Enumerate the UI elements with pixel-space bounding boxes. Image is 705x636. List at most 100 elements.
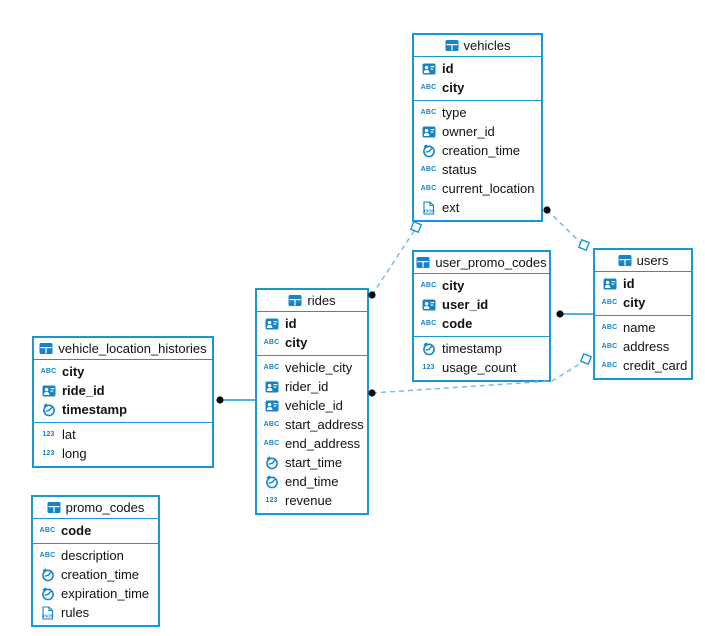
table-name: vehicles [463, 38, 511, 53]
string-type-icon: ABC [601, 362, 618, 369]
field-name: code [61, 523, 92, 538]
field-row-vehicle_id[interactable]: vehicle_id [257, 396, 367, 415]
number-type-icon: 123 [422, 364, 435, 371]
relationship-line[interactable] [546, 209, 585, 247]
table-header-vehicle_location_histories[interactable]: vehicle_location_histories [34, 338, 212, 360]
ref-type-icon [420, 299, 437, 311]
connector-dot [368, 389, 376, 397]
field-row-id[interactable]: id [595, 274, 691, 293]
field-row-timestamp[interactable]: timestamp [34, 400, 212, 419]
field-name: timestamp [442, 341, 502, 356]
field-name: address [623, 339, 670, 354]
field-row-start_time[interactable]: start_time [257, 453, 367, 472]
field-name: code [442, 316, 473, 331]
field-name: name [623, 320, 656, 335]
field-name: id [623, 276, 635, 291]
field-row-revenue[interactable]: 123 revenue [257, 491, 367, 510]
field-name: description [61, 548, 124, 563]
connector-diamond [579, 352, 593, 366]
number-type-icon: 123 [265, 497, 278, 504]
field-row-owner_id[interactable]: owner_id [414, 122, 541, 141]
table-header-users[interactable]: users [595, 250, 691, 272]
string-type-icon: ABC [601, 343, 618, 350]
field-row-usage_count[interactable]: 123 usage_count [414, 358, 549, 377]
field-row-ride_id[interactable]: ride_id [34, 381, 212, 400]
field-name: start_address [285, 417, 364, 432]
field-name: start_time [285, 455, 343, 470]
field-row-creation_time[interactable]: creation_time [414, 141, 541, 160]
field-name: user_id [442, 297, 489, 312]
connector-dot [216, 396, 224, 404]
field-row-end_time[interactable]: end_time [257, 472, 367, 491]
field-row-timestamp[interactable]: timestamp [414, 339, 549, 358]
field-row-expiration_time[interactable]: expiration_time [33, 584, 158, 603]
field-name: usage_count [442, 360, 517, 375]
field-name: ext [442, 200, 460, 215]
time-type-icon [40, 403, 57, 417]
connection-rides-vehicles[interactable] [368, 220, 423, 299]
connection-vehicles-users[interactable] [543, 206, 591, 252]
connector-dot [543, 206, 551, 214]
field-name: rules [61, 605, 90, 620]
connection-vehicle_location_histories-rides[interactable] [216, 396, 255, 404]
field-row-user_id[interactable]: user_id [414, 295, 549, 314]
connection-rides-users[interactable] [368, 352, 593, 397]
field-row-rider_id[interactable]: rider_id [257, 377, 367, 396]
table-header-user_promo_codes[interactable]: user_promo_codes [414, 252, 549, 274]
relationship-line[interactable] [371, 227, 417, 296]
time-type-icon [263, 456, 280, 470]
relationship-line[interactable] [371, 359, 587, 394]
ref-type-icon [420, 126, 437, 138]
field-name: long [62, 446, 87, 461]
table-header-rides[interactable]: rides [257, 290, 367, 312]
field-name: city [285, 335, 308, 350]
table-header-vehicles[interactable]: vehicles [414, 35, 541, 57]
field-row-creation_time[interactable]: creation_time [33, 565, 158, 584]
table-header-promo_codes[interactable]: promo_codes [33, 497, 158, 519]
connection-user_promo_codes-users[interactable] [556, 310, 593, 318]
field-row-address[interactable]: ABC address [595, 337, 691, 356]
field-name: id [285, 316, 297, 331]
field-row-id[interactable]: id [414, 59, 541, 78]
field-row-id[interactable]: id [257, 314, 367, 333]
ref-type-icon [263, 318, 280, 330]
field-name: lat [62, 427, 76, 442]
field-name: revenue [285, 493, 332, 508]
table-icon [39, 342, 53, 355]
connector-diamond [577, 238, 591, 252]
